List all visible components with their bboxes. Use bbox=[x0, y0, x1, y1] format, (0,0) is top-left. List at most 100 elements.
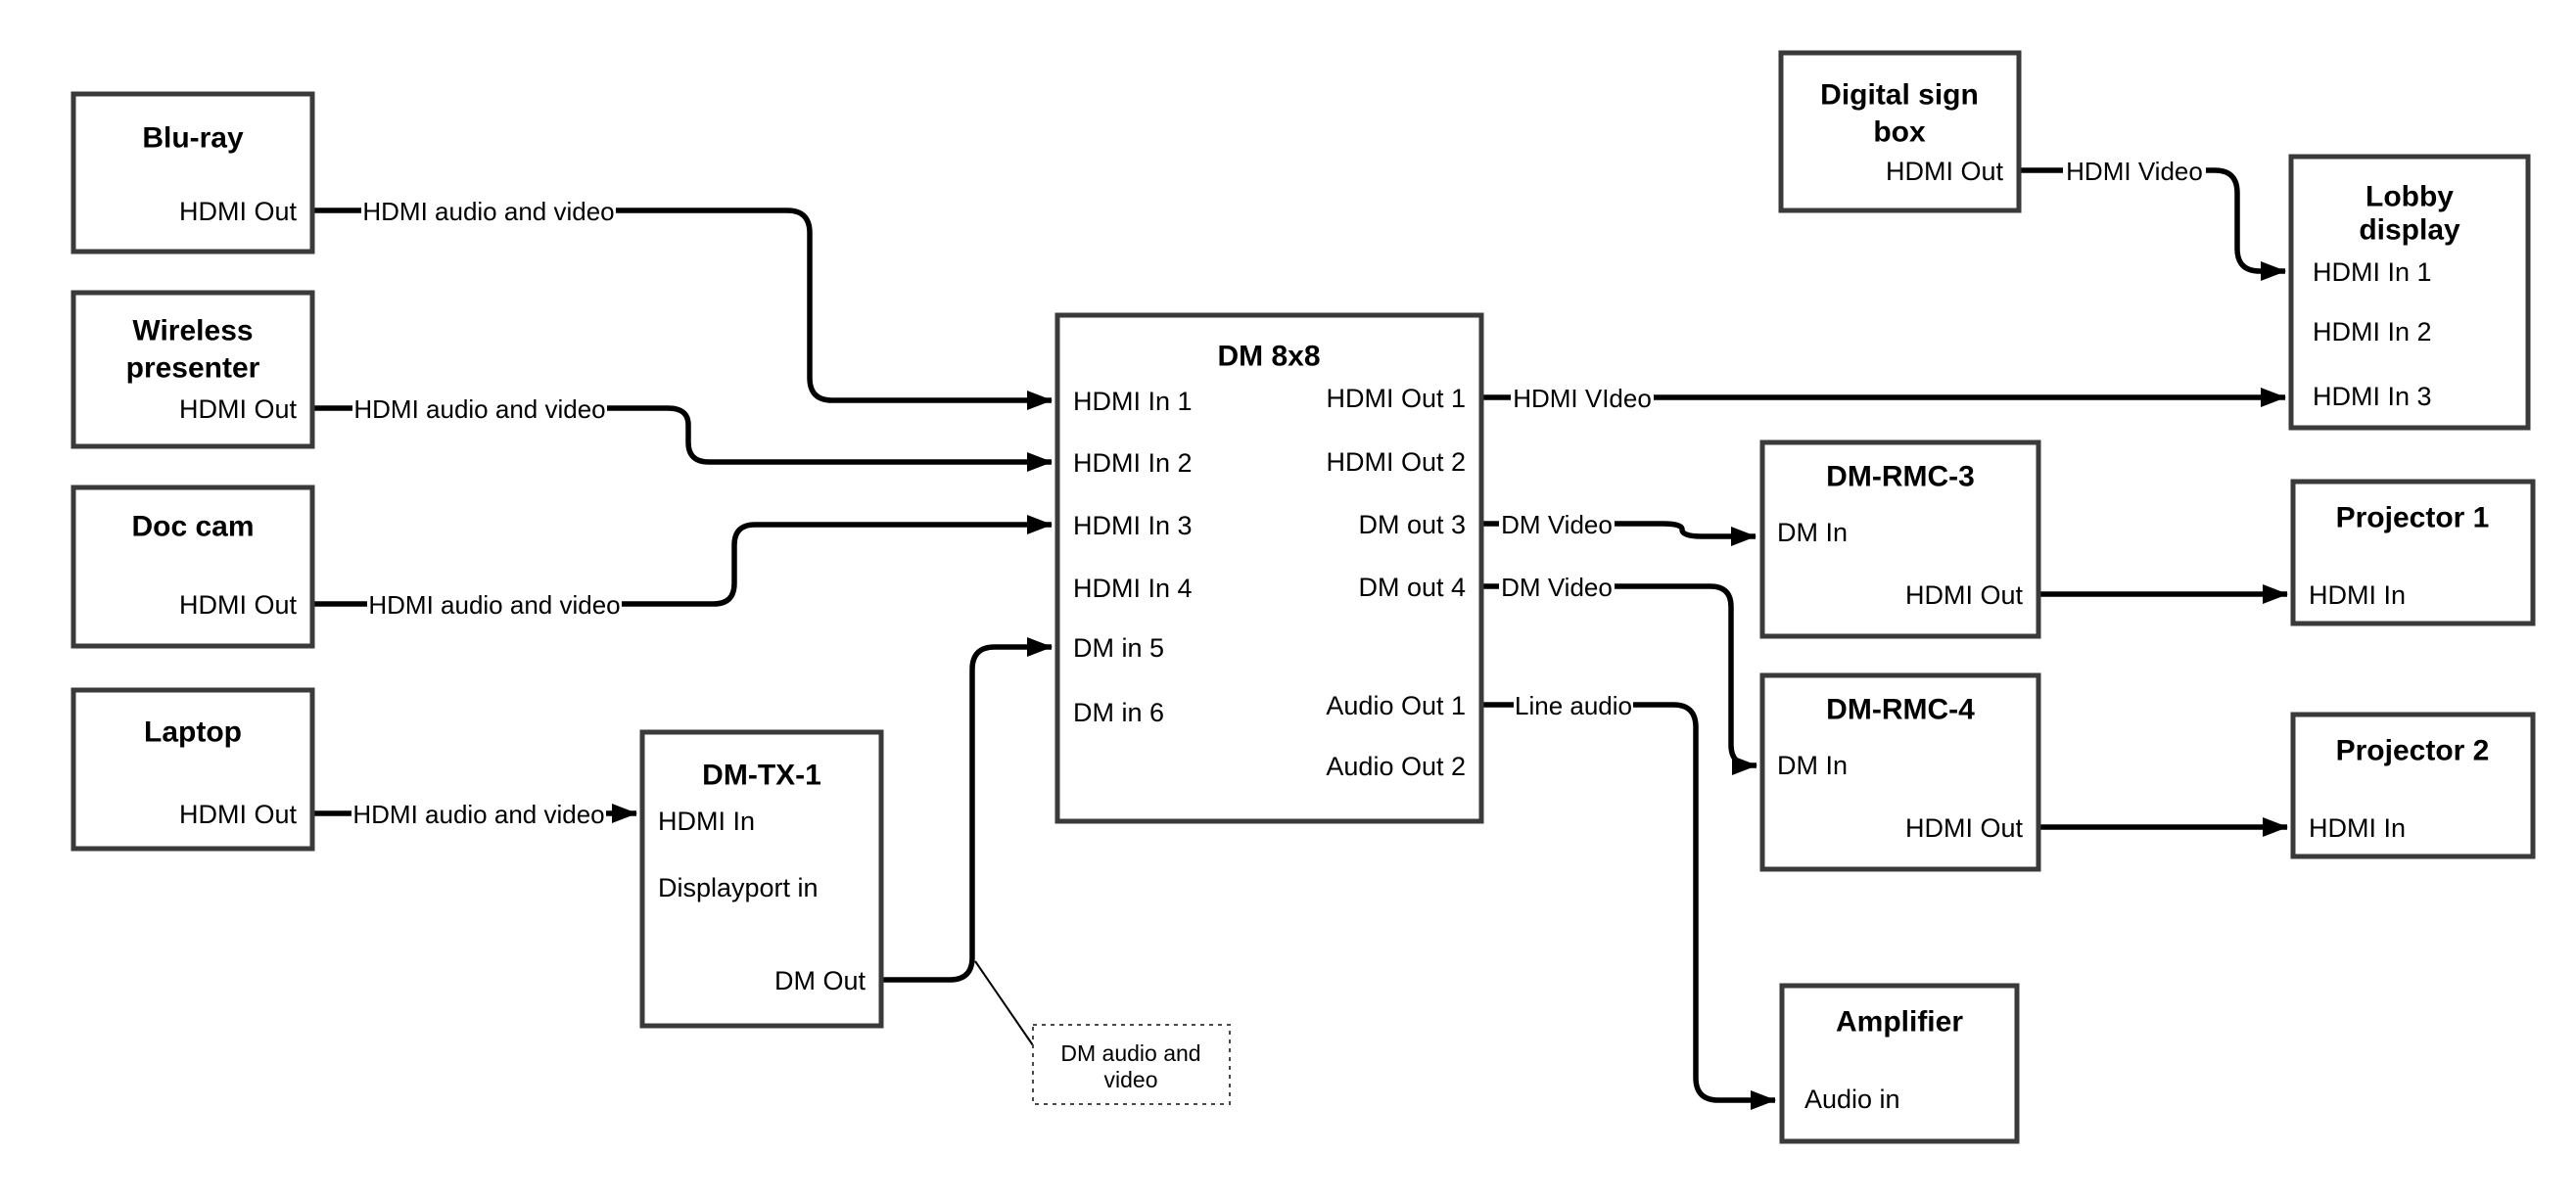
dm8x8-port-dm-in-5: DM in 5 bbox=[1073, 633, 1164, 663]
bluray-title: Blu-ray bbox=[142, 122, 244, 155]
wire-bluray-to-dm8x8-in1 bbox=[312, 208, 1053, 410]
callout-text-line2: video bbox=[1104, 1067, 1158, 1092]
callout-leader-line bbox=[974, 960, 1034, 1046]
label-bg bbox=[1514, 690, 1633, 719]
dm8x8-port-dm-out-4: DM out 4 bbox=[1358, 573, 1466, 602]
wire-dm8x8-audio1-to-amplifier bbox=[1481, 702, 1776, 1110]
laptop-box bbox=[70, 687, 315, 852]
wireless-presenter-box bbox=[70, 290, 315, 449]
amplifier-port-audio-in: Audio in bbox=[1804, 1085, 1900, 1114]
node-dmtx1: DM-TX-1 HDMI In Displayport in DM Out bbox=[639, 729, 884, 1029]
digital-sign-title-line2: box bbox=[1873, 116, 1926, 149]
wireless-presenter-port-hdmi-out: HDMI Out bbox=[179, 394, 298, 424]
label-bg bbox=[361, 196, 616, 225]
dm8x8-port-audio-out-1: Audio Out 1 bbox=[1326, 691, 1466, 720]
node-doccam: Doc cam HDMI Out bbox=[70, 485, 315, 649]
bluray-box bbox=[70, 91, 315, 254]
lobby-display-box bbox=[2288, 154, 2531, 431]
dm8x8-port-hdmi-out-2: HDMI Out 2 bbox=[1326, 447, 1466, 477]
dmtx1-title: DM-TX-1 bbox=[702, 760, 821, 792]
wire-digitalsign-to-lobby-in1 bbox=[2019, 167, 2286, 281]
digital-sign-title-line1: Digital sign bbox=[1820, 79, 1979, 112]
wire-dm8x8-out4-to-dmrmc4 bbox=[1481, 583, 1757, 775]
callout-box bbox=[1032, 1024, 1231, 1105]
amplifier-title: Amplifier bbox=[1836, 1006, 1963, 1039]
digital-sign-box bbox=[1778, 50, 2022, 213]
callout-text-line1: DM audio and bbox=[1060, 1040, 1200, 1066]
wire-label-digital-sign-feed: HDMI Video bbox=[2066, 157, 2203, 186]
node-wireless-presenter: Wireless presenter HDMI Out bbox=[70, 290, 315, 449]
projector2-port-hdmi-in: HDMI In bbox=[2309, 813, 2406, 843]
wire-label-doccam-feed: HDMI audio and video bbox=[368, 590, 620, 620]
doccam-port-hdmi-out: HDMI Out bbox=[179, 590, 298, 620]
dm8x8-port-hdmi-in-3: HDMI In 3 bbox=[1073, 511, 1193, 540]
wire-label-hdmi-out1-feed: HDMI VIdeo bbox=[1513, 384, 1652, 413]
label-bg bbox=[2063, 156, 2206, 185]
node-projector1: Projector 1 HDMI In bbox=[2290, 479, 2536, 626]
dmtx1-port-hdmi-in: HDMI In bbox=[658, 807, 755, 836]
wire-label-audio-out1-feed: Line audio bbox=[1515, 691, 1632, 720]
wire-label-bluray-feed: HDMI audio and video bbox=[362, 197, 614, 226]
dm8x8-title: DM 8x8 bbox=[1217, 341, 1320, 373]
node-amplifier: Amplifier Audio in bbox=[1779, 983, 2020, 1144]
digital-sign-port-hdmi-out: HDMI Out bbox=[1886, 157, 2004, 186]
label-bg bbox=[367, 589, 622, 619]
lobby-display-port-hdmi-in-2: HDMI In 2 bbox=[2313, 317, 2432, 346]
dmrmc3-title: DM-RMC-3 bbox=[1826, 461, 1975, 493]
wire-wireless-to-dm8x8-in2 bbox=[312, 405, 1053, 472]
wire-label-dm-out4-feed: DM Video bbox=[1501, 573, 1613, 602]
node-dmrmc4: DM-RMC-4 DM In HDMI Out bbox=[1759, 672, 2041, 872]
node-dm8x8: DM 8x8 HDMI In 1 HDMI In 2 HDMI In 3 HDM… bbox=[1054, 312, 1484, 824]
wire-doccam-to-dm8x8-in3 bbox=[312, 515, 1053, 607]
dmrmc3-port-hdmi-out: HDMI Out bbox=[1905, 580, 2024, 610]
doccam-title: Doc cam bbox=[131, 511, 254, 543]
node-laptop: Laptop HDMI Out bbox=[70, 687, 315, 852]
dm8x8-port-dm-out-3: DM out 3 bbox=[1358, 510, 1466, 539]
projector2-title: Projector 2 bbox=[2336, 735, 2490, 767]
wire-label-laptop-feed: HDMI audio and video bbox=[352, 800, 604, 829]
amplifier-box bbox=[1779, 983, 2020, 1144]
dmrmc4-title: DM-RMC-4 bbox=[1826, 694, 1975, 726]
laptop-title: Laptop bbox=[144, 716, 242, 749]
projector2-box bbox=[2290, 712, 2536, 859]
label-bg bbox=[1499, 509, 1615, 538]
node-digital-sign-box: Digital sign box HDMI Out bbox=[1778, 50, 2022, 213]
label-bg bbox=[1499, 572, 1615, 601]
laptop-port-hdmi-out: HDMI Out bbox=[179, 800, 298, 829]
lobby-display-port-hdmi-in-1: HDMI In 1 bbox=[2313, 257, 2432, 287]
projector1-port-hdmi-in: HDMI In bbox=[2309, 580, 2406, 610]
label-bg bbox=[1511, 383, 1654, 412]
dm8x8-box bbox=[1054, 312, 1484, 824]
node-lobby-display: Lobby display HDMI In 1 HDMI In 2 HDMI I… bbox=[2288, 154, 2531, 431]
wireless-presenter-title-line1: Wireless bbox=[132, 315, 253, 347]
dmtx1-box bbox=[639, 729, 884, 1029]
dm8x8-port-audio-out-2: Audio Out 2 bbox=[1326, 752, 1466, 781]
node-bluray: Blu-ray HDMI Out bbox=[70, 91, 315, 254]
wire-labels: HDMI audio and video HDMI audio and vide… bbox=[351, 156, 2206, 829]
doccam-box bbox=[70, 485, 315, 649]
dm8x8-port-hdmi-in-1: HDMI In 1 bbox=[1073, 387, 1193, 416]
wire-label-wireless-feed: HDMI audio and video bbox=[353, 394, 605, 424]
dm8x8-port-hdmi-in-2: HDMI In 2 bbox=[1073, 448, 1193, 478]
bluray-port-hdmi-out: HDMI Out bbox=[179, 197, 298, 226]
node-dmrmc3: DM-RMC-3 DM In HDMI Out bbox=[1759, 439, 2041, 639]
dmrmc4-box bbox=[1759, 672, 2041, 872]
dmrmc4-port-hdmi-out: HDMI Out bbox=[1905, 813, 2024, 843]
projector1-title: Projector 1 bbox=[2336, 502, 2490, 534]
label-bg bbox=[351, 799, 606, 828]
dmrmc3-port-dm-in: DM In bbox=[1777, 518, 1848, 547]
wire-dm8x8-out3-to-dmrmc3 bbox=[1481, 521, 1756, 546]
dm8x8-port-hdmi-out-1: HDMI Out 1 bbox=[1326, 384, 1466, 413]
lobby-display-title-line2: display bbox=[2359, 214, 2460, 247]
dm8x8-port-dm-in-6: DM in 6 bbox=[1073, 698, 1164, 727]
dmrmc3-box bbox=[1759, 439, 2041, 639]
node-projector2: Projector 2 HDMI In bbox=[2290, 712, 2536, 859]
dmtx1-port-displayport-in: Displayport in bbox=[658, 873, 819, 902]
lobby-display-title-line1: Lobby bbox=[2365, 181, 2454, 213]
dmtx1-port-dm-out: DM Out bbox=[774, 966, 866, 995]
wire-label-dm-out3-feed: DM Video bbox=[1501, 510, 1613, 539]
dmrmc4-port-dm-in: DM In bbox=[1777, 751, 1848, 780]
projector1-box bbox=[2290, 479, 2536, 626]
wireless-presenter-title-line2: presenter bbox=[126, 352, 260, 385]
